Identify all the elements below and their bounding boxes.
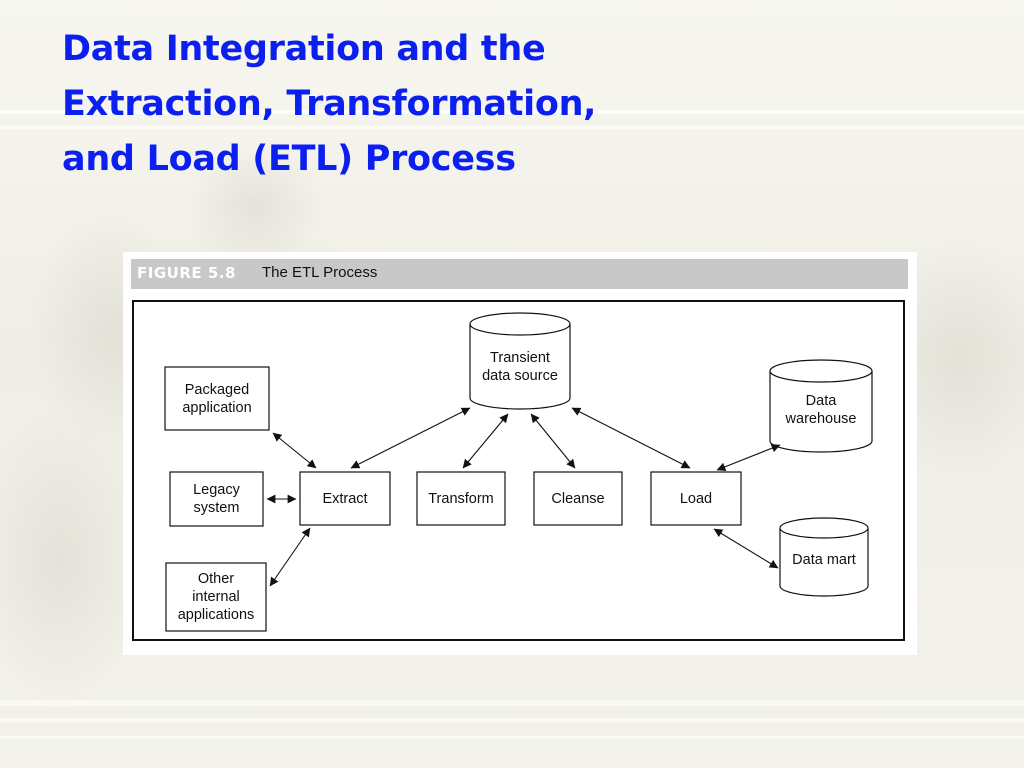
arrow-extract-transient xyxy=(350,407,471,469)
other-internal-applications-label: Other internal applications xyxy=(177,571,255,623)
other-internal-applications-box xyxy=(165,562,267,632)
arrow-load-transient xyxy=(571,407,691,469)
etl-diagram: Packaged application Legacy system Other… xyxy=(132,300,905,641)
load-label: Load xyxy=(679,490,713,507)
legacy-system-box xyxy=(169,471,264,527)
arrow-load-warehouse xyxy=(716,443,781,472)
arrow-transform-transient xyxy=(462,413,509,469)
transient-data-source-cylinder xyxy=(469,312,571,410)
data-mart-label: Data mart xyxy=(792,552,856,568)
transient-data-source-label: Transient data source xyxy=(482,350,558,384)
figure-number: FIGURE 5.8 xyxy=(137,264,236,282)
transform-box xyxy=(416,471,506,526)
extract-label: Extract xyxy=(322,490,368,507)
arrow-load-datamart xyxy=(713,528,779,569)
packaged-application-box xyxy=(164,366,270,431)
extract-box xyxy=(299,471,391,526)
slide-title-line-2: Extraction, Transformation, xyxy=(62,84,597,124)
cleanse-label: Cleanse xyxy=(551,490,605,507)
slide-title-line-1: Data Integration and the xyxy=(62,29,546,69)
transform-label: Transform xyxy=(428,490,494,507)
data-mart-cylinder xyxy=(779,517,869,597)
figure-caption: The ETL Process xyxy=(262,264,378,281)
data-warehouse-cylinder xyxy=(769,359,873,453)
arrow-cleanse-transient xyxy=(530,413,576,469)
arrow-other-extract xyxy=(269,527,311,587)
arrow-packaged-extract xyxy=(272,432,317,469)
figure-header: FIGURE 5.8 The ETL Process xyxy=(131,259,908,289)
figure-panel: FIGURE 5.8 The ETL Process xyxy=(123,252,917,655)
packaged-application-label: Packaged application xyxy=(182,381,252,416)
slide-title: Data Integration and the Extraction, Tra… xyxy=(62,22,882,187)
data-warehouse-label: Data warehouse xyxy=(785,393,857,427)
diagram-shapes xyxy=(164,312,873,632)
cleanse-box xyxy=(533,471,623,526)
slide-title-line-3: and Load (ETL) Process xyxy=(62,139,516,179)
load-box xyxy=(650,471,742,526)
legacy-system-label: Legacy system xyxy=(193,482,240,516)
